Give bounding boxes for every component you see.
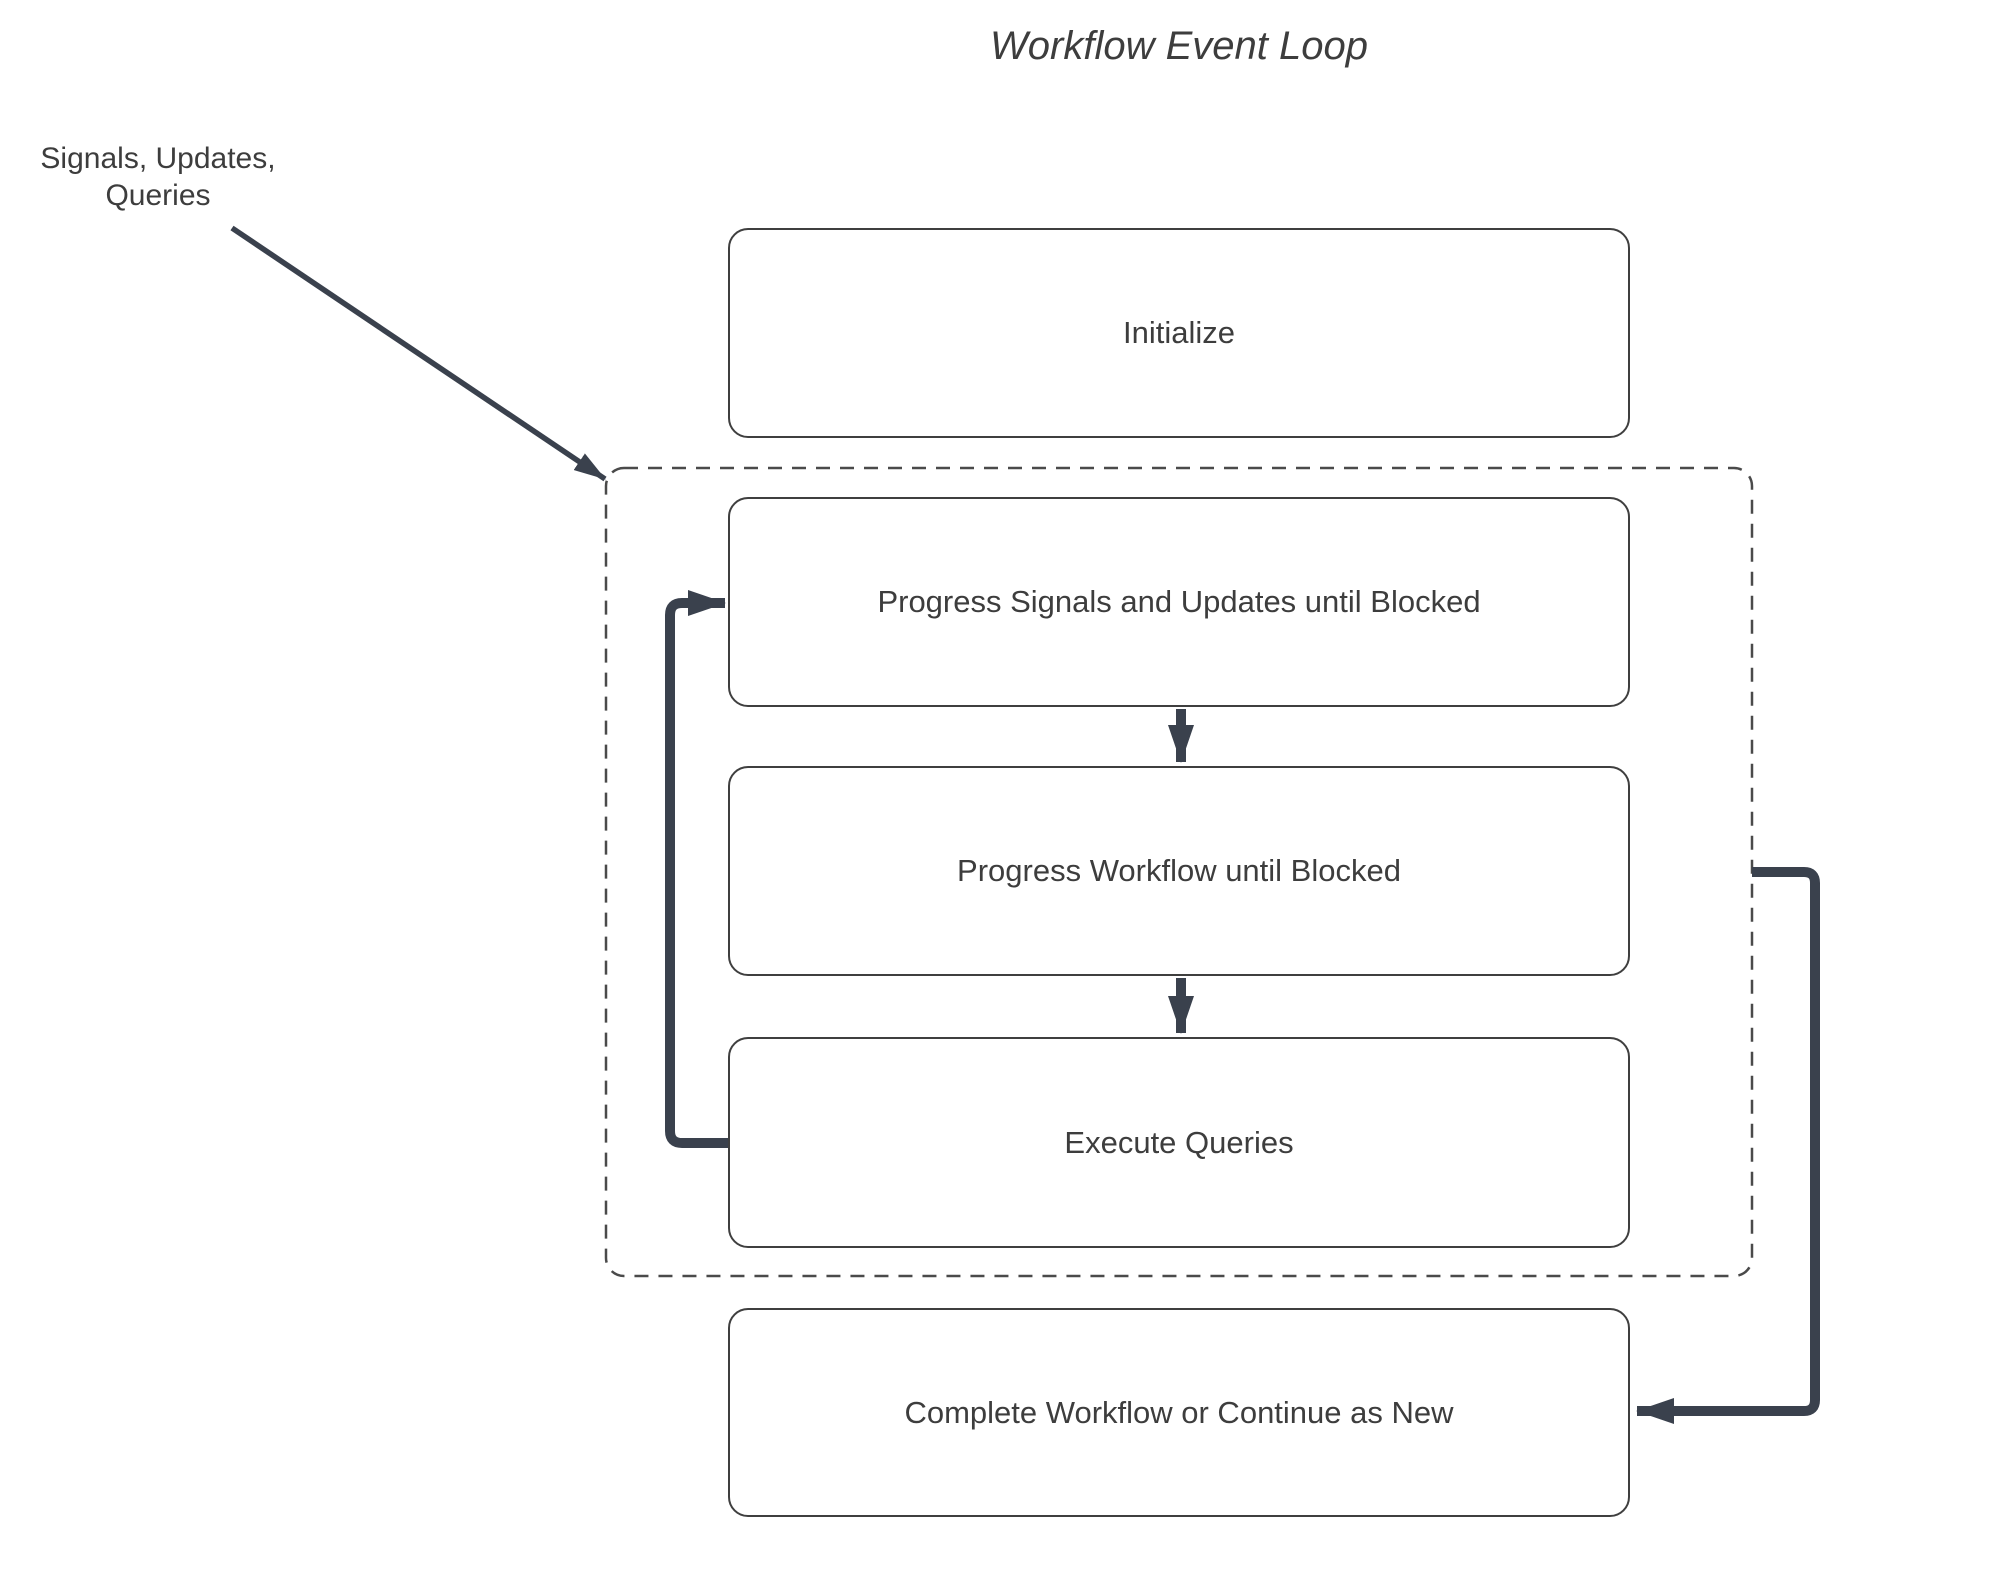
node-initialize: Initialize <box>728 228 1630 438</box>
signals-input-arrow <box>230 225 607 482</box>
node-complete-or-continue-label: Complete Workflow or Continue as New <box>904 1394 1454 1430</box>
node-initialize-label: Initialize <box>1123 315 1235 350</box>
node-progress-workflow: Progress Workflow until Blocked <box>728 766 1630 976</box>
signals-updates-queries-label: Signals, Updates, Queries <box>40 142 276 212</box>
node-execute-queries: Execute Queries <box>728 1037 1630 1248</box>
loopback-arrow <box>665 590 729 1148</box>
exit-arrow <box>1636 867 1820 1424</box>
node-execute-queries-label: Execute Queries <box>1064 1124 1294 1160</box>
node-progress-signals-updates: Progress Signals and Updates until Block… <box>728 497 1630 707</box>
node-complete-or-continue: Complete Workflow or Continue as New <box>728 1308 1630 1517</box>
node-progress-workflow-label: Progress Workflow until Blocked <box>957 853 1401 888</box>
node-progress-signals-updates-label: Progress Signals and Updates until Block… <box>877 584 1481 619</box>
diagram-title: Workflow Event Loop <box>990 24 1368 68</box>
